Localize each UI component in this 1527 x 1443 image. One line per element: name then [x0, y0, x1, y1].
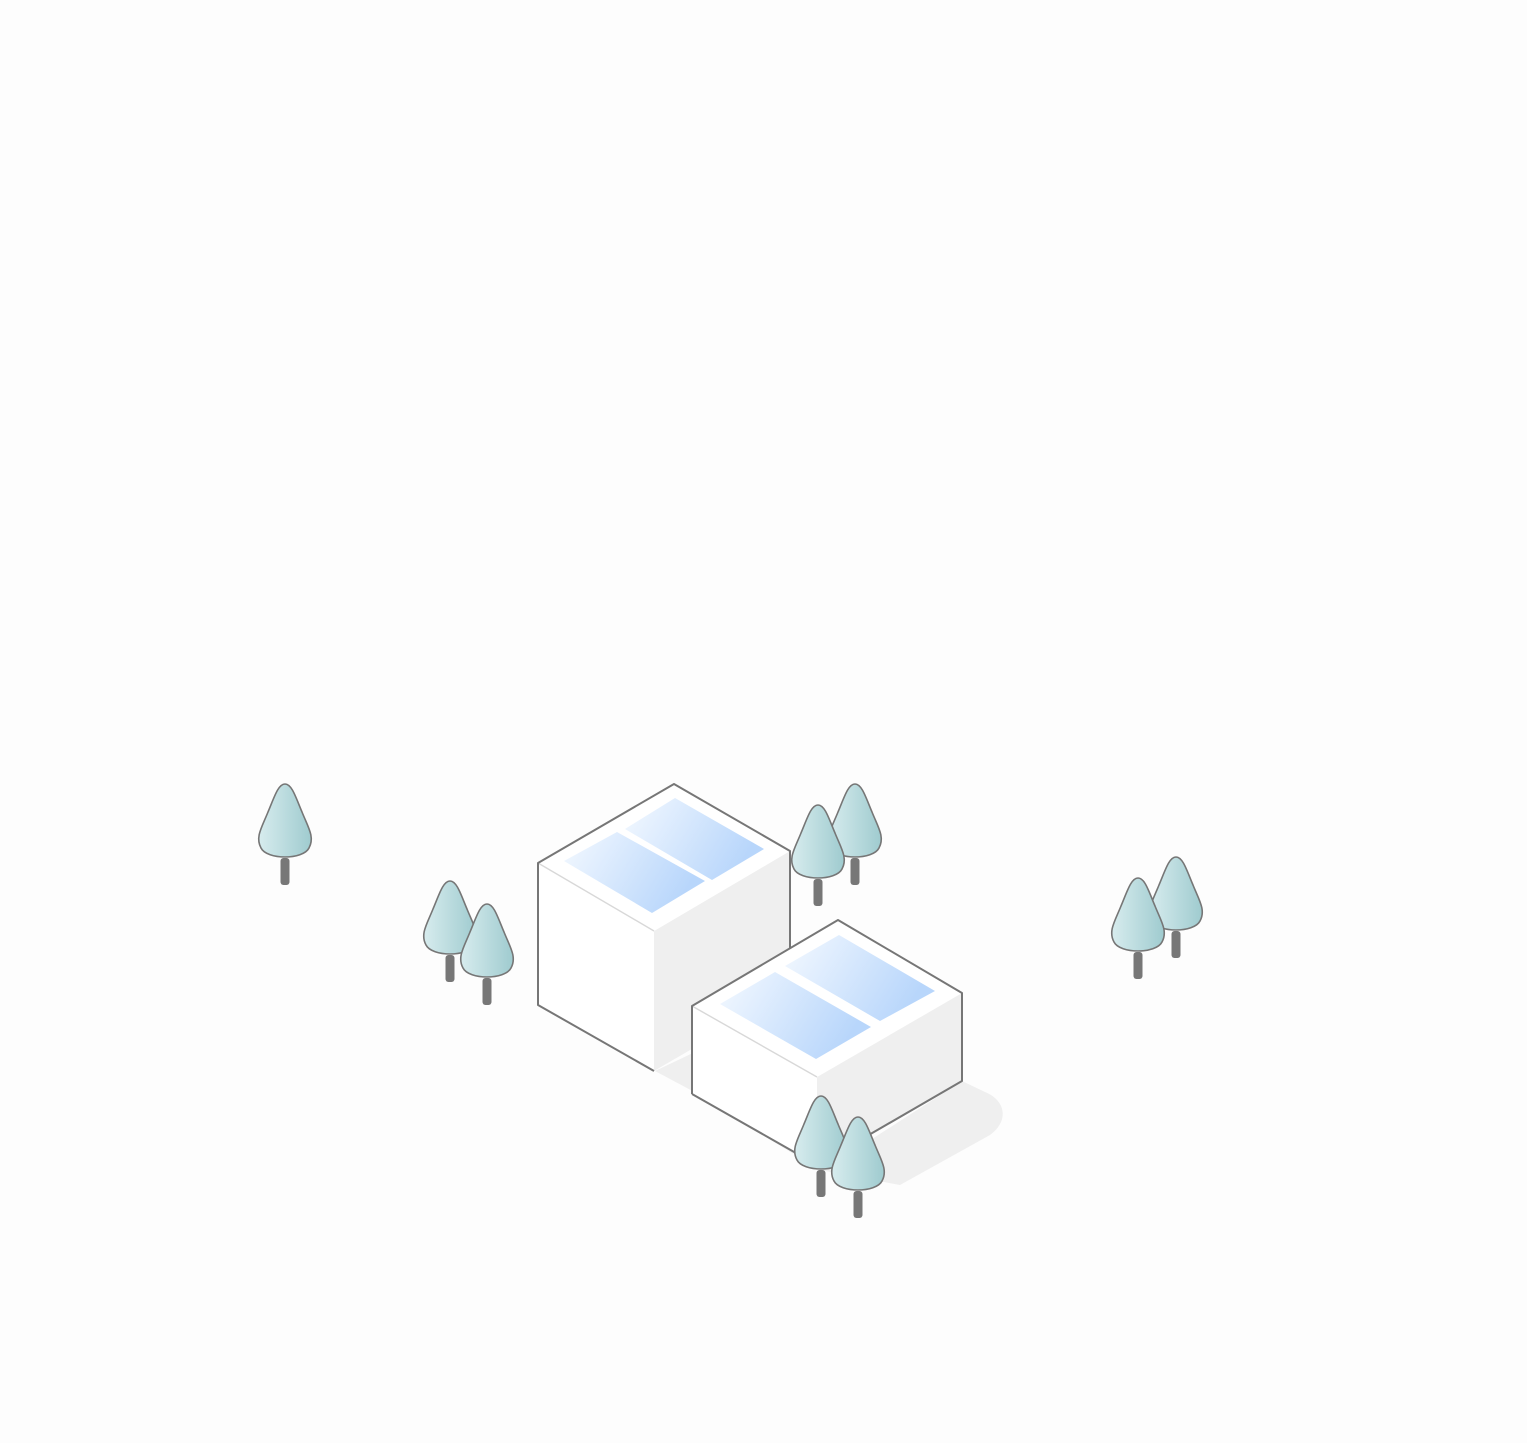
building-left-right-wall	[654, 851, 790, 1071]
building-right-roof	[692, 920, 962, 1077]
ground-shadow	[655, 1052, 1003, 1185]
building-right-roof-edge	[691, 1005, 818, 1078]
solar-panel-icon	[625, 798, 764, 880]
building-left-roof-edge	[537, 862, 655, 932]
building-left-roof	[538, 784, 790, 931]
building-left	[537, 783, 791, 1072]
building-right-left-wall	[692, 1006, 817, 1165]
solar-panel-icon	[785, 935, 935, 1021]
solar-panel-icon	[564, 832, 705, 913]
building-left-outline	[537, 783, 791, 1072]
solar-panel-icon	[720, 972, 871, 1059]
building-left-left-wall	[538, 863, 654, 1071]
